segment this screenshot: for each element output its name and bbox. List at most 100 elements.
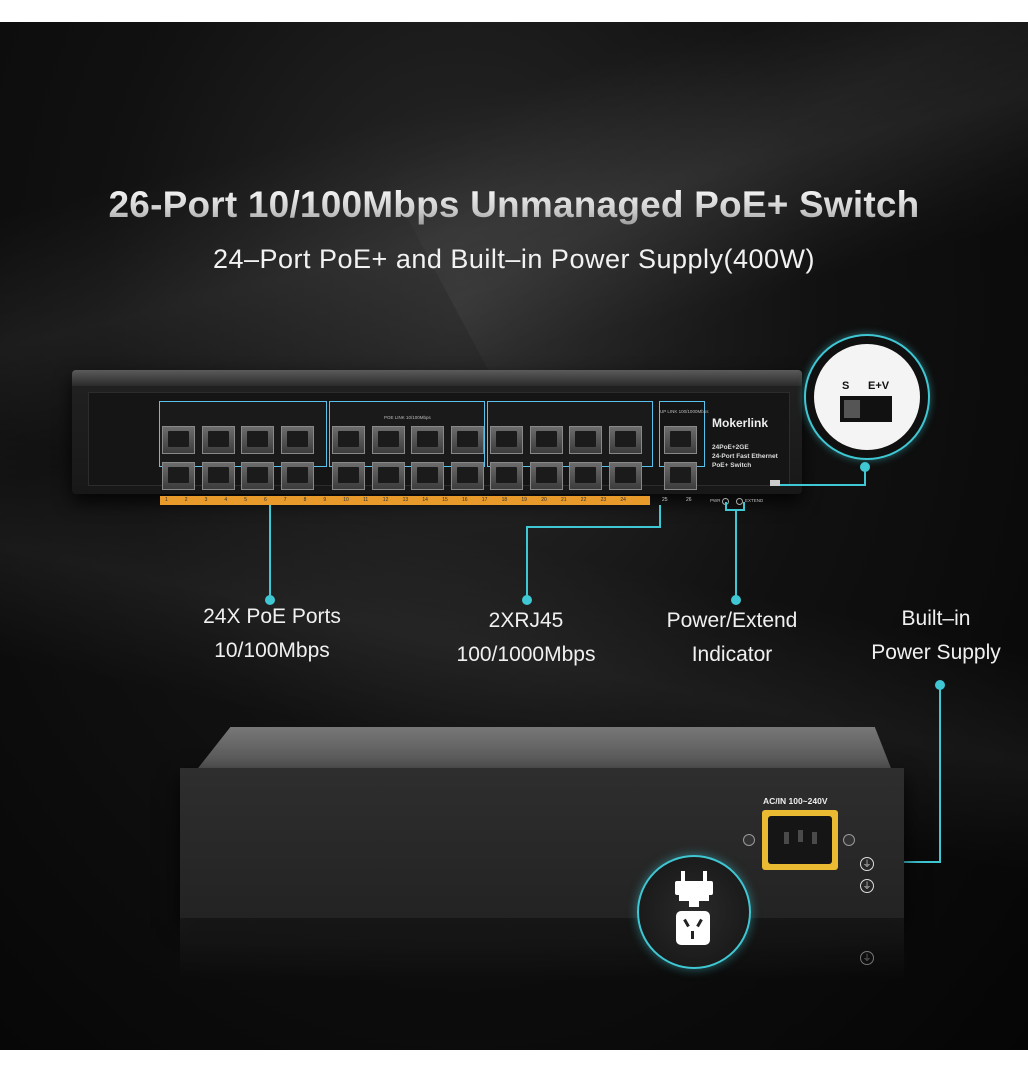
product-banner: 26-Port 10/100Mbps Unmanaged PoE+ Switch… [0,22,1028,1050]
callout-line: 10/100Mbps [214,639,330,662]
port-number: 11 [363,497,369,503]
line-indicator [725,502,745,600]
callout-line: Power Supply [871,641,1001,664]
model-line: 24PoE+2GE [712,444,749,451]
callout-line: Indicator [691,643,773,666]
socket-icon [676,911,710,945]
port-number: 14 [422,497,428,503]
socket-pin [784,832,789,844]
port-number: 8 [303,497,307,503]
brand-logo: Mokerlink [712,416,769,430]
dip-switch[interactable] [770,480,780,486]
poe-port [608,462,642,490]
port-number: 3 [204,497,208,503]
page-subtitle: 24–Port PoE+ and Built–in Power Supply(4… [212,244,816,274]
callout-line: 100/1000Mbps [456,643,596,666]
poe-port [162,462,195,490]
callout-line: 24X PoE Ports [203,605,341,628]
page-title: 26-Port 10/100Mbps Unmanaged PoE+ Switch [0,184,1028,226]
port-number: 22 [580,497,587,503]
poe-port [569,462,602,490]
port-number: 6 [264,497,267,503]
pwr-led [722,498,729,505]
port-number: 7 [283,497,287,503]
poe-port [162,426,195,454]
poe-port [529,426,563,454]
dip-switch-zoom: S E+V [804,334,930,460]
callout-power-supply: Built–in Power Supply [850,602,1022,670]
ac-in-label: AC/IN 100~240V [763,796,828,806]
poe-port [529,462,563,490]
poe-port [450,426,484,454]
port-number: 18 [501,497,508,503]
switch-label-s: S [842,380,850,392]
model-text: 24PoE+2GE 24-Port Fast Ethernet PoE+ Swi… [712,443,792,470]
poe-port [371,462,405,490]
port-number: 20 [541,497,547,503]
ground-icon: ⏚ [860,857,874,871]
port-number: 9 [323,497,327,503]
callout-line: 2XRJ45 [488,609,564,632]
callout-indicator: Power/Extend Indicator [640,604,824,672]
poe-port [332,462,365,490]
rear-reflection [180,918,904,978]
socket-pin [798,830,803,842]
poe-port [569,426,602,454]
dot-dip [860,462,870,472]
port-number: 13 [402,497,409,503]
port-number: 19 [521,497,527,503]
poe-link-label: POE LINK 10/100Mbps [384,415,431,420]
uplink-port [664,462,697,490]
uplink-label: UP LINK 100/1000Mbps [660,409,709,414]
port-number: 1 [165,497,168,503]
port-number: 15 [442,497,448,503]
poe-port [280,426,314,454]
switch-label-ev: E+V [868,380,890,392]
poe-port [241,462,274,490]
poe-port [201,462,235,490]
port-number: 4 [224,497,228,503]
poe-port [450,462,484,490]
port-number: 2 [184,497,188,503]
uplink-number: 26 [686,497,692,503]
poe-port [608,426,642,454]
pwr-label: PWR [710,498,721,503]
extend-label: EXTEND [745,498,764,503]
poe-port [280,462,314,490]
plug-glyph [675,871,713,907]
uplink-number: 25 [662,497,668,503]
port-number: 24 [620,497,626,503]
port-number: 5 [244,497,247,503]
poe-port [411,462,444,490]
screw-icon [843,834,855,846]
poe-port [371,426,405,454]
uplink-port [664,426,697,454]
port-number: 12 [382,497,389,503]
poe-port [411,426,444,454]
ground-icon: ⏚ [860,879,874,893]
model-line: 24-Port Fast Ethernet [712,453,778,460]
port-number: 10 [343,497,349,503]
poe-port [332,426,365,454]
plug-icon [637,855,751,969]
socket-pin [812,832,817,844]
callout-line: Power/Extend [666,609,798,632]
port-number-strip [160,496,650,505]
port-number: 16 [462,497,468,503]
poe-port [241,426,274,454]
port-number: 17 [481,497,488,503]
extend-led [736,498,743,505]
model-line: PoE+ Switch [712,462,752,469]
dip-switch-knob [844,400,860,418]
switch-top-edge [72,370,802,386]
callout-line: Built–in [901,607,971,630]
callout-rj45: 2XRJ45 100/1000Mbps [420,604,632,672]
poe-port [201,426,235,454]
callout-poe-ports: 24X PoE Ports 10/100Mbps [160,600,384,668]
port-number: 23 [600,497,607,503]
ground-icon: ⏚ [860,951,874,965]
screw-icon [743,834,755,846]
port-number: 21 [561,497,567,503]
poe-port [490,462,523,490]
ac-power-socket[interactable] [762,810,838,870]
